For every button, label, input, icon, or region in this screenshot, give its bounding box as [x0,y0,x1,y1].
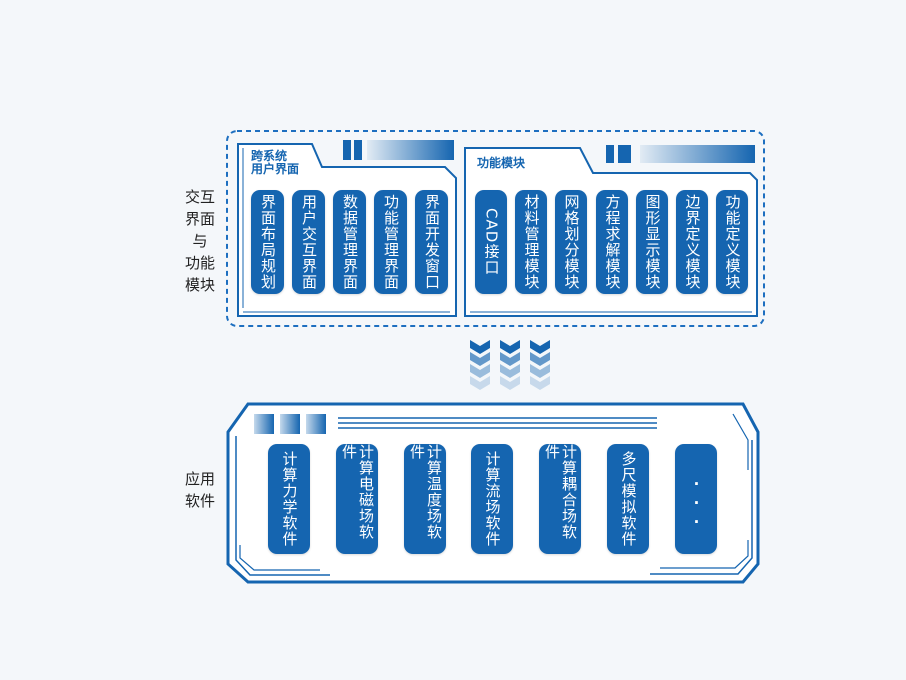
left-item-dev-window: 界面开发窗口 [415,190,448,294]
left-item-layout-planning: 界面布局规划 [251,190,284,294]
bottom-item-flow: 计算流场软件 [471,444,513,554]
bottom-item-temperature: 计算温度场软件 [404,444,446,554]
application-software-label: 应用 软件 [184,470,215,510]
right-panel-gradient-bar [640,145,755,163]
left-item-function-management: 功能管理界面 [374,190,407,294]
left-item-user-interaction: 用户交互界面 [292,190,325,294]
bottom-square-1 [254,414,274,434]
right-item-graphics-display: 图形显示模块 [636,190,668,294]
left-panel-gradient-bar [367,140,454,160]
right-panel-title: 功能模块 [477,156,526,170]
left-panel-square-1 [343,140,351,160]
left-panel-title: 跨系统 用户界面 [251,149,300,176]
bottom-item-coupled: 计算耦合场软件 [539,444,581,554]
left-item-data-management: 数据管理界面 [333,190,366,294]
right-item-boundary-definition: 边界定义模块 [676,190,708,294]
interaction-and-function-label: 交互 界面 与 功能 模块 [184,188,215,294]
left-panel-square-2 [354,140,362,160]
right-panel-square-1 [606,145,614,163]
bottom-item-more-ellipsis: ... [675,444,717,554]
right-item-equation-solving: 方程求解模块 [596,190,628,294]
right-item-cad-interface: CAD接口 [475,190,507,294]
down-arrows [470,340,550,390]
right-panel-square-2 [618,145,631,163]
bottom-item-electromagnetic: 计算电磁场软件 [336,444,378,554]
bottom-square-2 [280,414,300,434]
bottom-item-multiscale: 多尺模拟软件 [607,444,649,554]
right-item-function-definition: 功能定义模块 [716,190,748,294]
top-dashed-frame [226,130,765,327]
right-item-meshing: 网格划分模块 [555,190,587,294]
right-item-material-management: 材料管理模块 [515,190,547,294]
bottom-item-mechanics: 计算力学软件 [268,444,310,554]
bottom-square-3 [306,414,326,434]
